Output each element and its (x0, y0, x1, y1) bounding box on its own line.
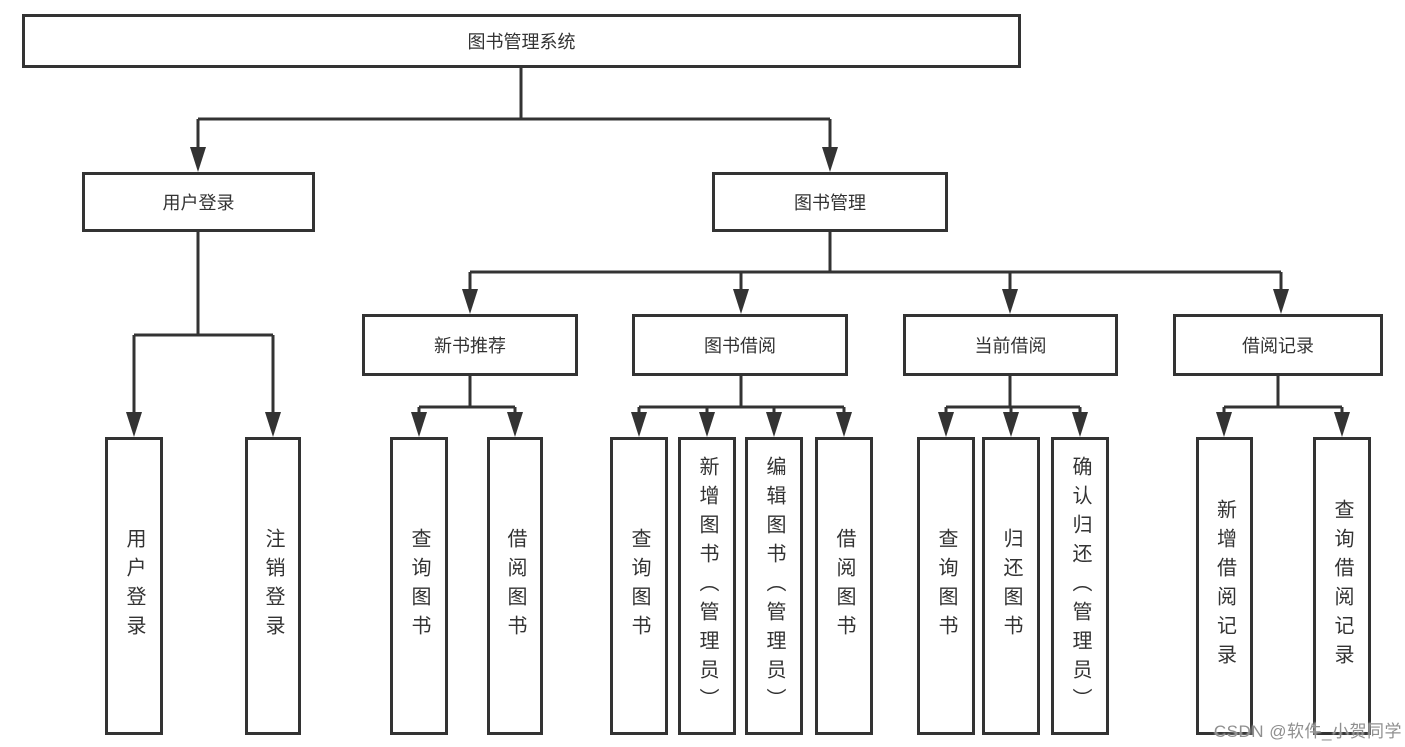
node-label: 图书管理 (794, 193, 866, 213)
node-label: 确认归还（管理员） (1069, 455, 1091, 717)
node-label: 借阅记录 (1242, 336, 1314, 356)
node-label: 查询图书 (935, 528, 957, 644)
leaf-return-books: 归还图书 (982, 437, 1040, 735)
leaf-query-books-borrowing: 查询图书 (610, 437, 668, 735)
leaf-borrow-books-recommend: 借阅图书 (487, 437, 543, 735)
node-label: 新增图书（管理员） (696, 455, 718, 717)
connector-book-borrowing-to-leaves (631, 376, 852, 437)
node-new-book-recommend: 新书推荐 (362, 314, 578, 376)
node-label: 图书借阅 (704, 336, 776, 356)
connector-new-book-recommend-to-leaves (411, 376, 523, 437)
node-label: 查询借阅记录 (1331, 499, 1353, 673)
node-label: 用户登录 (123, 528, 145, 644)
connector-user-login-to-leaves (126, 232, 281, 437)
node-current-borrowing: 当前借阅 (903, 314, 1118, 376)
leaf-logout: 注销登录 (245, 437, 301, 735)
node-borrow-records: 借阅记录 (1173, 314, 1383, 376)
leaf-query-books-recommend: 查询图书 (390, 437, 448, 735)
connector-book-management-to-level3 (462, 232, 1289, 314)
leaf-borrow-books-borrowing: 借阅图书 (815, 437, 873, 735)
connector-borrow-records-to-leaves (1216, 376, 1350, 437)
leaf-user-login: 用户登录 (105, 437, 163, 735)
node-label: 借阅图书 (504, 528, 526, 644)
leaf-add-borrow-record: 新增借阅记录 (1196, 437, 1253, 735)
connector-root-to-level2 (190, 68, 838, 172)
leaf-query-borrow-record: 查询借阅记录 (1313, 437, 1371, 735)
node-label: 当前借阅 (974, 336, 1047, 356)
connector-current-borrowing-to-leaves (938, 376, 1088, 437)
node-label: 新书推荐 (434, 336, 506, 356)
node-label: 归还图书 (1000, 528, 1022, 644)
node-book-borrowing: 图书借阅 (632, 314, 848, 376)
leaf-query-books-current: 查询图书 (917, 437, 975, 735)
node-label: 查询图书 (408, 528, 430, 644)
node-library-management-system: 图书管理系统 (22, 14, 1021, 68)
leaf-confirm-return-admin: 确认归还（管理员） (1051, 437, 1109, 735)
node-label: 查询图书 (628, 528, 650, 644)
node-label: 图书管理系统 (467, 32, 576, 52)
leaf-edit-book-admin: 编辑图书（管理员） (745, 437, 803, 735)
node-label: 注销登录 (262, 528, 284, 644)
node-label: 借阅图书 (833, 528, 855, 644)
node-label: 新增借阅记录 (1213, 499, 1236, 673)
node-book-management: 图书管理 (712, 172, 948, 232)
csdn-watermark: CSDN @软件_小贺同学 (1213, 722, 1402, 741)
leaf-add-book-admin: 新增图书（管理员） (678, 437, 736, 735)
node-label: 编辑图书（管理员） (763, 455, 785, 717)
node-user-login: 用户登录 (82, 172, 315, 232)
node-label: 用户登录 (162, 193, 235, 213)
